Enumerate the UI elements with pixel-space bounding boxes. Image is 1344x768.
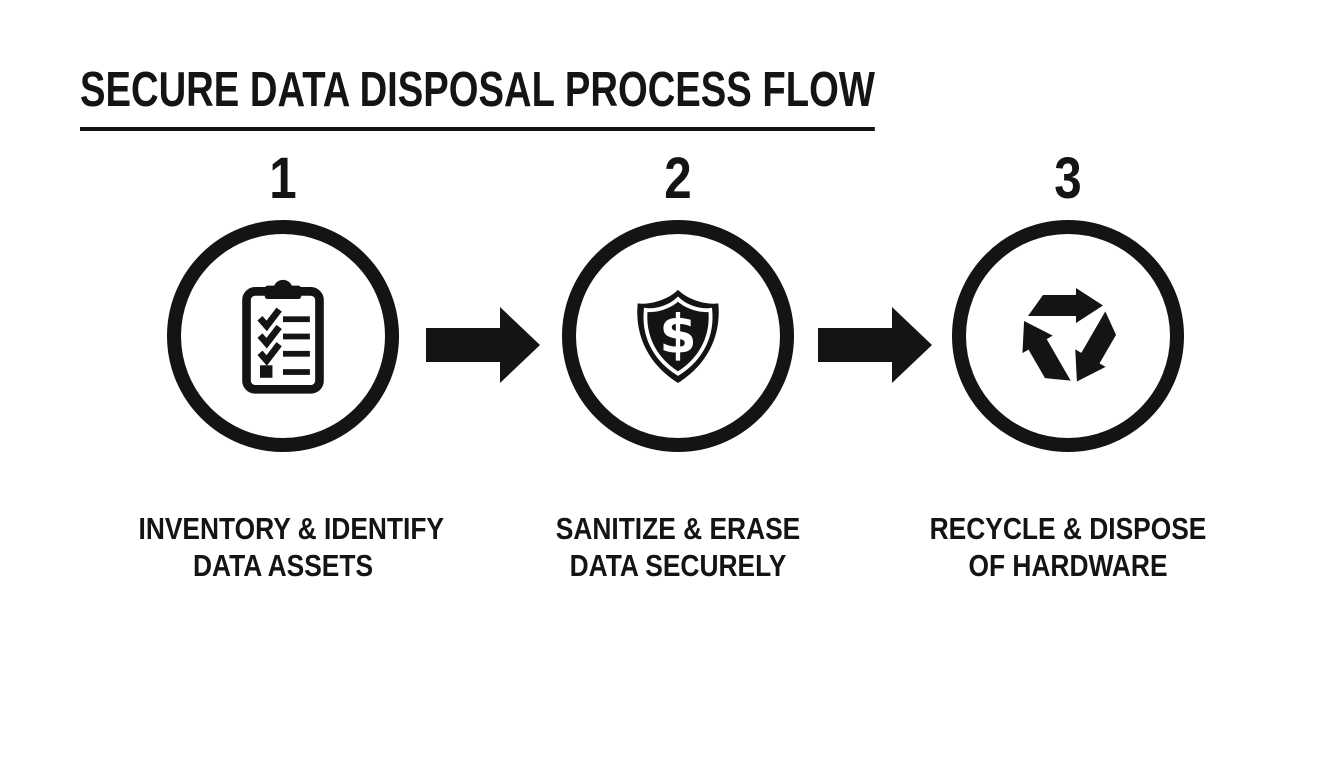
step-3-number: 3: [1054, 146, 1082, 211]
step-3-label: RECYCLE & DISPOSE OF HARDWARE: [898, 510, 1238, 584]
step-1-circle: [167, 220, 399, 452]
step-2-label-line-1: SANITIZE & ERASE: [555, 511, 801, 546]
step-2-label: SANITIZE & ERASE DATA SECURELY: [508, 510, 848, 584]
step-3: 3 R: [898, 148, 1238, 584]
step-1-label: INVENTORY & IDENTIFY DATA ASSETS: [113, 510, 453, 584]
flow-arrow-2: [818, 307, 932, 383]
flow-arrow-1: [426, 307, 540, 383]
shield-dollar-icon: $: [637, 289, 719, 384]
page-title: SECURE DATA DISPOSAL PROCESS FLOW: [80, 62, 1099, 131]
step-2-circle: $: [562, 220, 794, 452]
step-2-number: 2: [664, 146, 692, 211]
step-1-label-line-1: INVENTORY & IDENTIFY: [138, 511, 445, 546]
step-1-label-line-2: DATA ASSETS: [192, 548, 374, 583]
step-1-number: 1: [269, 146, 297, 211]
step-2-label-line-2: DATA SECURELY: [569, 548, 787, 583]
step-3-label-line-1: RECYCLE & DISPOSE: [929, 511, 1207, 546]
step-2: 2 $ SANITIZE & ERASE DATA SECURELY: [508, 148, 848, 584]
clipboard-checklist-icon: [242, 279, 324, 394]
page-title-text: SECURE DATA DISPOSAL PROCESS FLOW: [80, 62, 875, 131]
svg-text:$: $: [659, 302, 696, 365]
step-1: 1 INVENTORY & IDENTIFY DATA ASSETS: [113, 148, 453, 584]
recycle-icon: [1022, 288, 1117, 382]
step-3-circle: [952, 220, 1184, 452]
step-3-label-line-2: OF HARDWARE: [968, 548, 1168, 583]
